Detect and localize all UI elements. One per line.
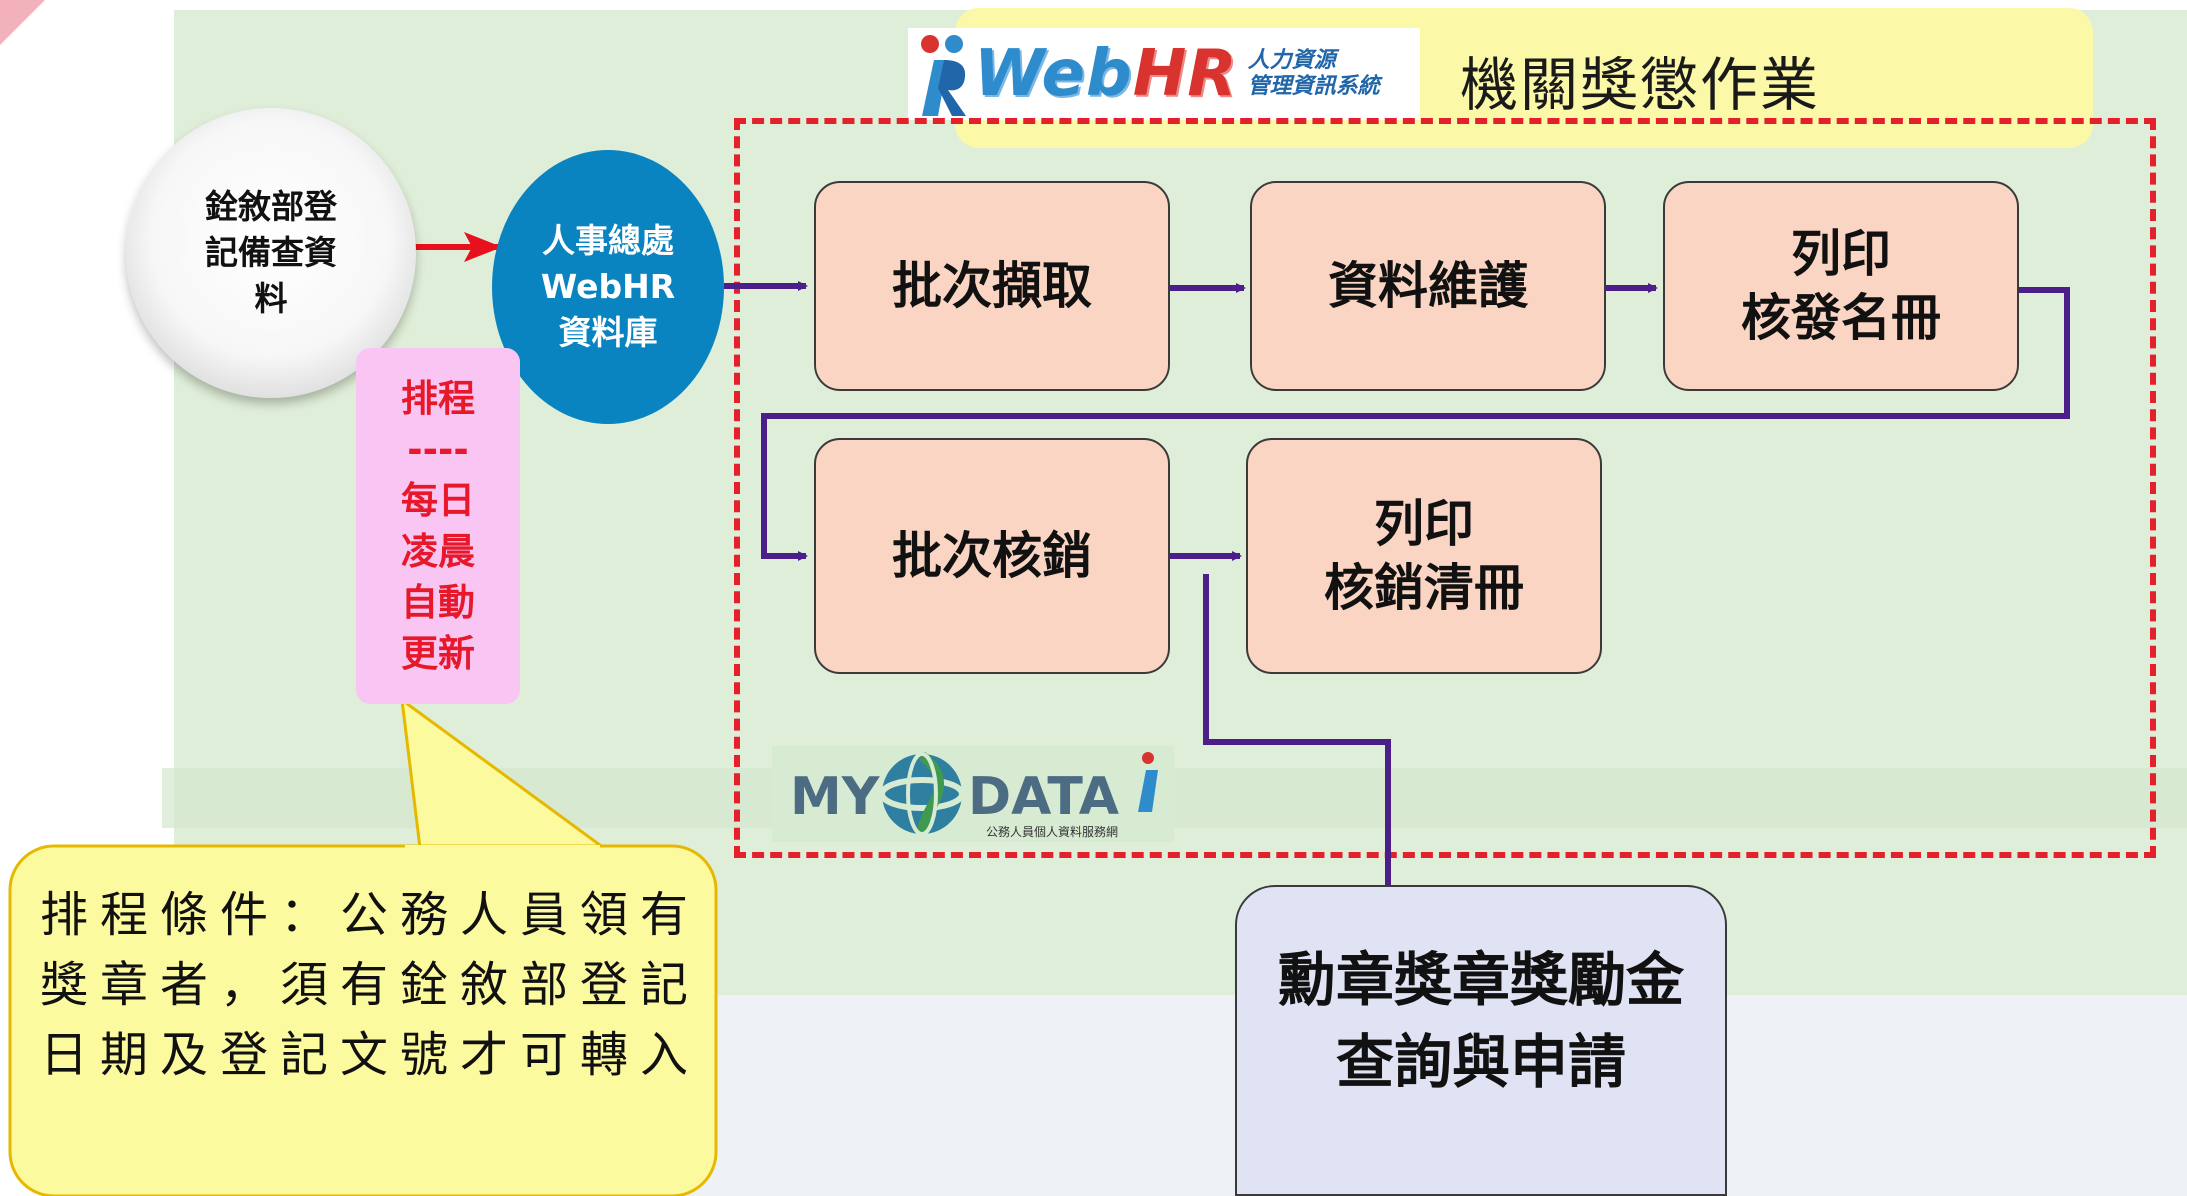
webhr-subtitle-line1: 人力資源	[1247, 48, 1336, 73]
result-box: 勳章獎章獎勵金 查詢與申請	[1235, 885, 1727, 1196]
callout-label: 排程條件：公務人員領有獎章者，須有銓敘部登記日期及登記文號才可轉入	[40, 887, 701, 1083]
batch-extract-box: 批次擷取	[814, 181, 1170, 391]
callout-body	[8, 844, 718, 1196]
source-label: 銓敘部登 記備查資 料	[205, 187, 337, 318]
arrow-to-result	[1203, 574, 1393, 902]
mydata-subtitle: 公務人員個人資料服務網	[986, 825, 1118, 839]
data-maintain-box: 資料維護	[1250, 181, 1606, 391]
database-node: 人事總處 WebHR 資料庫	[492, 150, 724, 424]
batch-writeoff-box: 批次核銷	[814, 438, 1170, 674]
person-icon	[1138, 752, 1158, 812]
callout-tail	[400, 696, 609, 850]
webhr-person-icon	[914, 30, 974, 118]
webhr-subtitle: 人力資源 管理資訊系統	[1248, 48, 1380, 100]
database-label: 人事總處 WebHR 資料庫	[540, 221, 676, 352]
globe-icon	[879, 751, 965, 836]
schedule-label: 排程 ---- 每日 凌晨 自動 更新	[401, 377, 475, 675]
source-node: 銓敘部登 記備查資 料	[126, 108, 416, 398]
mydata-word-left: MY	[790, 767, 881, 827]
arrow-print-to-writeoff	[761, 287, 2070, 561]
schedule-note: 排程 ---- 每日 凌晨 自動 更新	[356, 348, 520, 704]
print-roster-box: 列印 核發名冊	[1663, 181, 2019, 391]
webhr-logo: WebHR 人力資源 管理資訊系統	[908, 28, 1420, 120]
webhr-subtitle-line2: 管理資訊系統	[1247, 74, 1380, 99]
mydata-word-right: DATA	[968, 767, 1119, 827]
mydata-logo: MY DATA 公務人員個人資料服務網	[772, 746, 1174, 842]
print-writeoff-box: 列印 核銷清冊	[1246, 438, 1602, 674]
corner-decoration	[0, 0, 45, 45]
webhr-wordmark: WebHR	[974, 37, 1238, 111]
webhr-process-region	[734, 118, 2156, 858]
page-title: 機關獎懲作業	[1460, 51, 1821, 119]
